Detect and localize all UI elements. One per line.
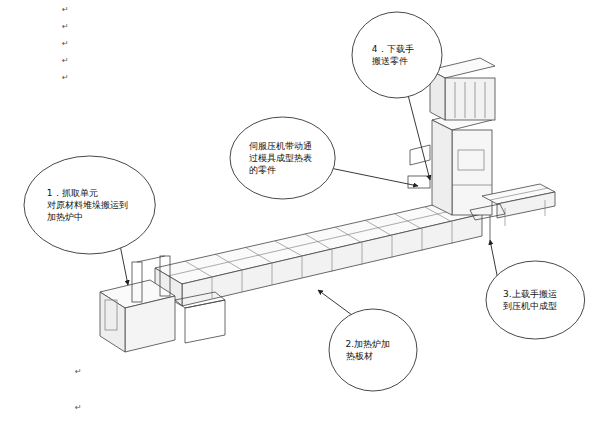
paragraph-mark: ↵ [75,404,82,412]
callout-text: 2.加热炉加 热板材 [346,338,401,362]
ellipse-outline [485,260,586,340]
ellipse-outline [486,261,585,339]
paragraph-mark: ↵ [62,23,69,31]
callout-ellipse: 伺服压机带动通 过模具成型热表 的零件 [229,116,336,200]
callout-text: 1．抓取单元 对原材料堆垛搬运到 加热炉中 [47,187,133,223]
callout-ellipse: 3.上载手搬运 到压机中成型 [485,260,586,340]
paragraph-mark: ↵ [62,40,69,48]
ellipse-outline [24,156,155,254]
ellipse-outline [328,308,418,392]
ellipse-outline [230,117,335,199]
callout-ellipse: 1．抓取单元 对原材料堆垛搬运到 加热炉中 [23,155,156,255]
paragraph-mark: ↵ [62,74,69,82]
paragraph-mark: ↵ [62,6,69,14]
callout-ellipse: 4．下载手 搬送零件 [351,11,443,99]
paragraph-mark: ↵ [75,368,82,376]
callout-text: 伺服压机带动通 过模具成型热表 的零件 [249,140,317,176]
ellipse-outline [329,309,417,391]
callout-text: 3.上载手搬运 到压机中成型 [503,288,567,312]
ellipse-outline [351,11,443,99]
callout-text: 4．下载手 搬送零件 [372,43,422,67]
paragraph-mark: ↵ [62,57,69,65]
callout-ellipse: 2.加热炉加 热板材 [328,308,418,392]
ellipse-outline [352,12,442,98]
